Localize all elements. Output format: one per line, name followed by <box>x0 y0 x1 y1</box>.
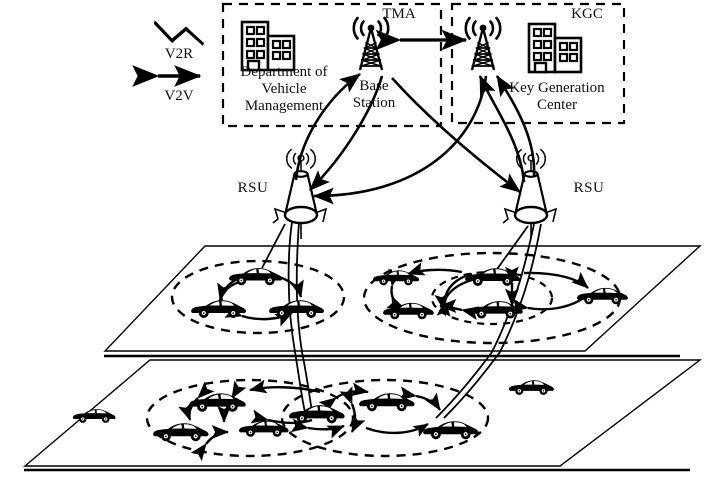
link-rsu-right-to-kgc-up2 <box>495 75 536 177</box>
v2r-rsu-right-cluster <box>494 225 529 273</box>
v2r-rsu-right-down-a <box>435 223 535 419</box>
v2r-rsu-left-down-b <box>295 221 313 413</box>
rsu-left-label: RSU <box>237 180 269 196</box>
rsu-right-label: RSU <box>573 180 605 196</box>
v2r-links <box>261 221 542 419</box>
kgc-tag-label: KGC <box>571 6 603 22</box>
radio-tower-icon <box>352 16 390 72</box>
cluster-lower-right <box>280 378 490 458</box>
link-kgc-to-rsu-left <box>312 75 488 205</box>
kgc-boundary-box <box>450 2 626 125</box>
road-plane-lower <box>23 359 703 467</box>
tma-boundary-box <box>221 2 443 128</box>
cluster-upper-right <box>362 251 628 345</box>
base-station-label: Base Station <box>352 78 396 111</box>
radio-tower-icon <box>464 16 502 72</box>
kgc-label: Key Generation Center <box>509 80 605 113</box>
road-divider-line <box>24 354 690 472</box>
v2r-rsu-right-down-b <box>443 223 542 419</box>
tma-tag-label: TMA <box>382 6 416 22</box>
office-building-icon <box>240 20 296 72</box>
link-rsu-right-to-kgc-up <box>478 75 526 183</box>
link-rsu-left-to-bs-up <box>294 72 361 181</box>
legend-zigzag-icon <box>154 20 204 46</box>
legend-label-v2r: V2R <box>164 46 194 62</box>
link-bs-to-rsu-right-down <box>391 77 521 194</box>
office-building-icon <box>527 22 583 74</box>
link-bs-to-rsu-left-down <box>309 75 384 191</box>
legend-label-v2v: V2V <box>164 88 194 104</box>
dvm-label: Department of Vehicle Management <box>240 64 328 114</box>
cluster-upper-left <box>170 259 346 335</box>
backbone-links <box>294 72 536 205</box>
rsu-right[interactable] <box>501 148 558 241</box>
